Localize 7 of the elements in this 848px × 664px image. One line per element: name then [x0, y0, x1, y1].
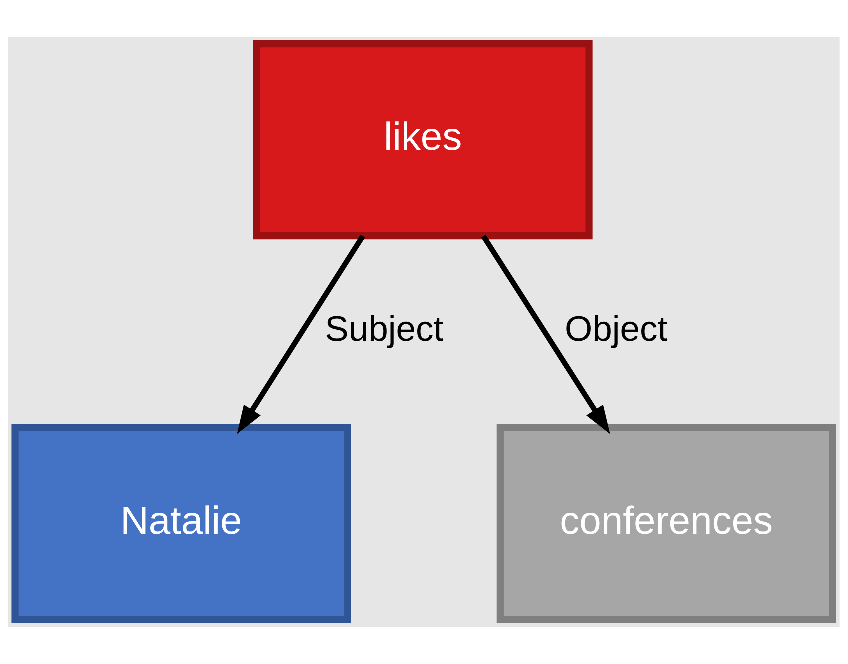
node-box: conferences — [496, 424, 836, 624]
edge-label: Subject — [325, 308, 444, 349]
node-box: likes — [253, 40, 593, 240]
node-box: Natalie — [12, 424, 352, 624]
arrow — [237, 234, 366, 434]
edge-label: Object — [564, 308, 668, 349]
arrow — [481, 234, 610, 434]
